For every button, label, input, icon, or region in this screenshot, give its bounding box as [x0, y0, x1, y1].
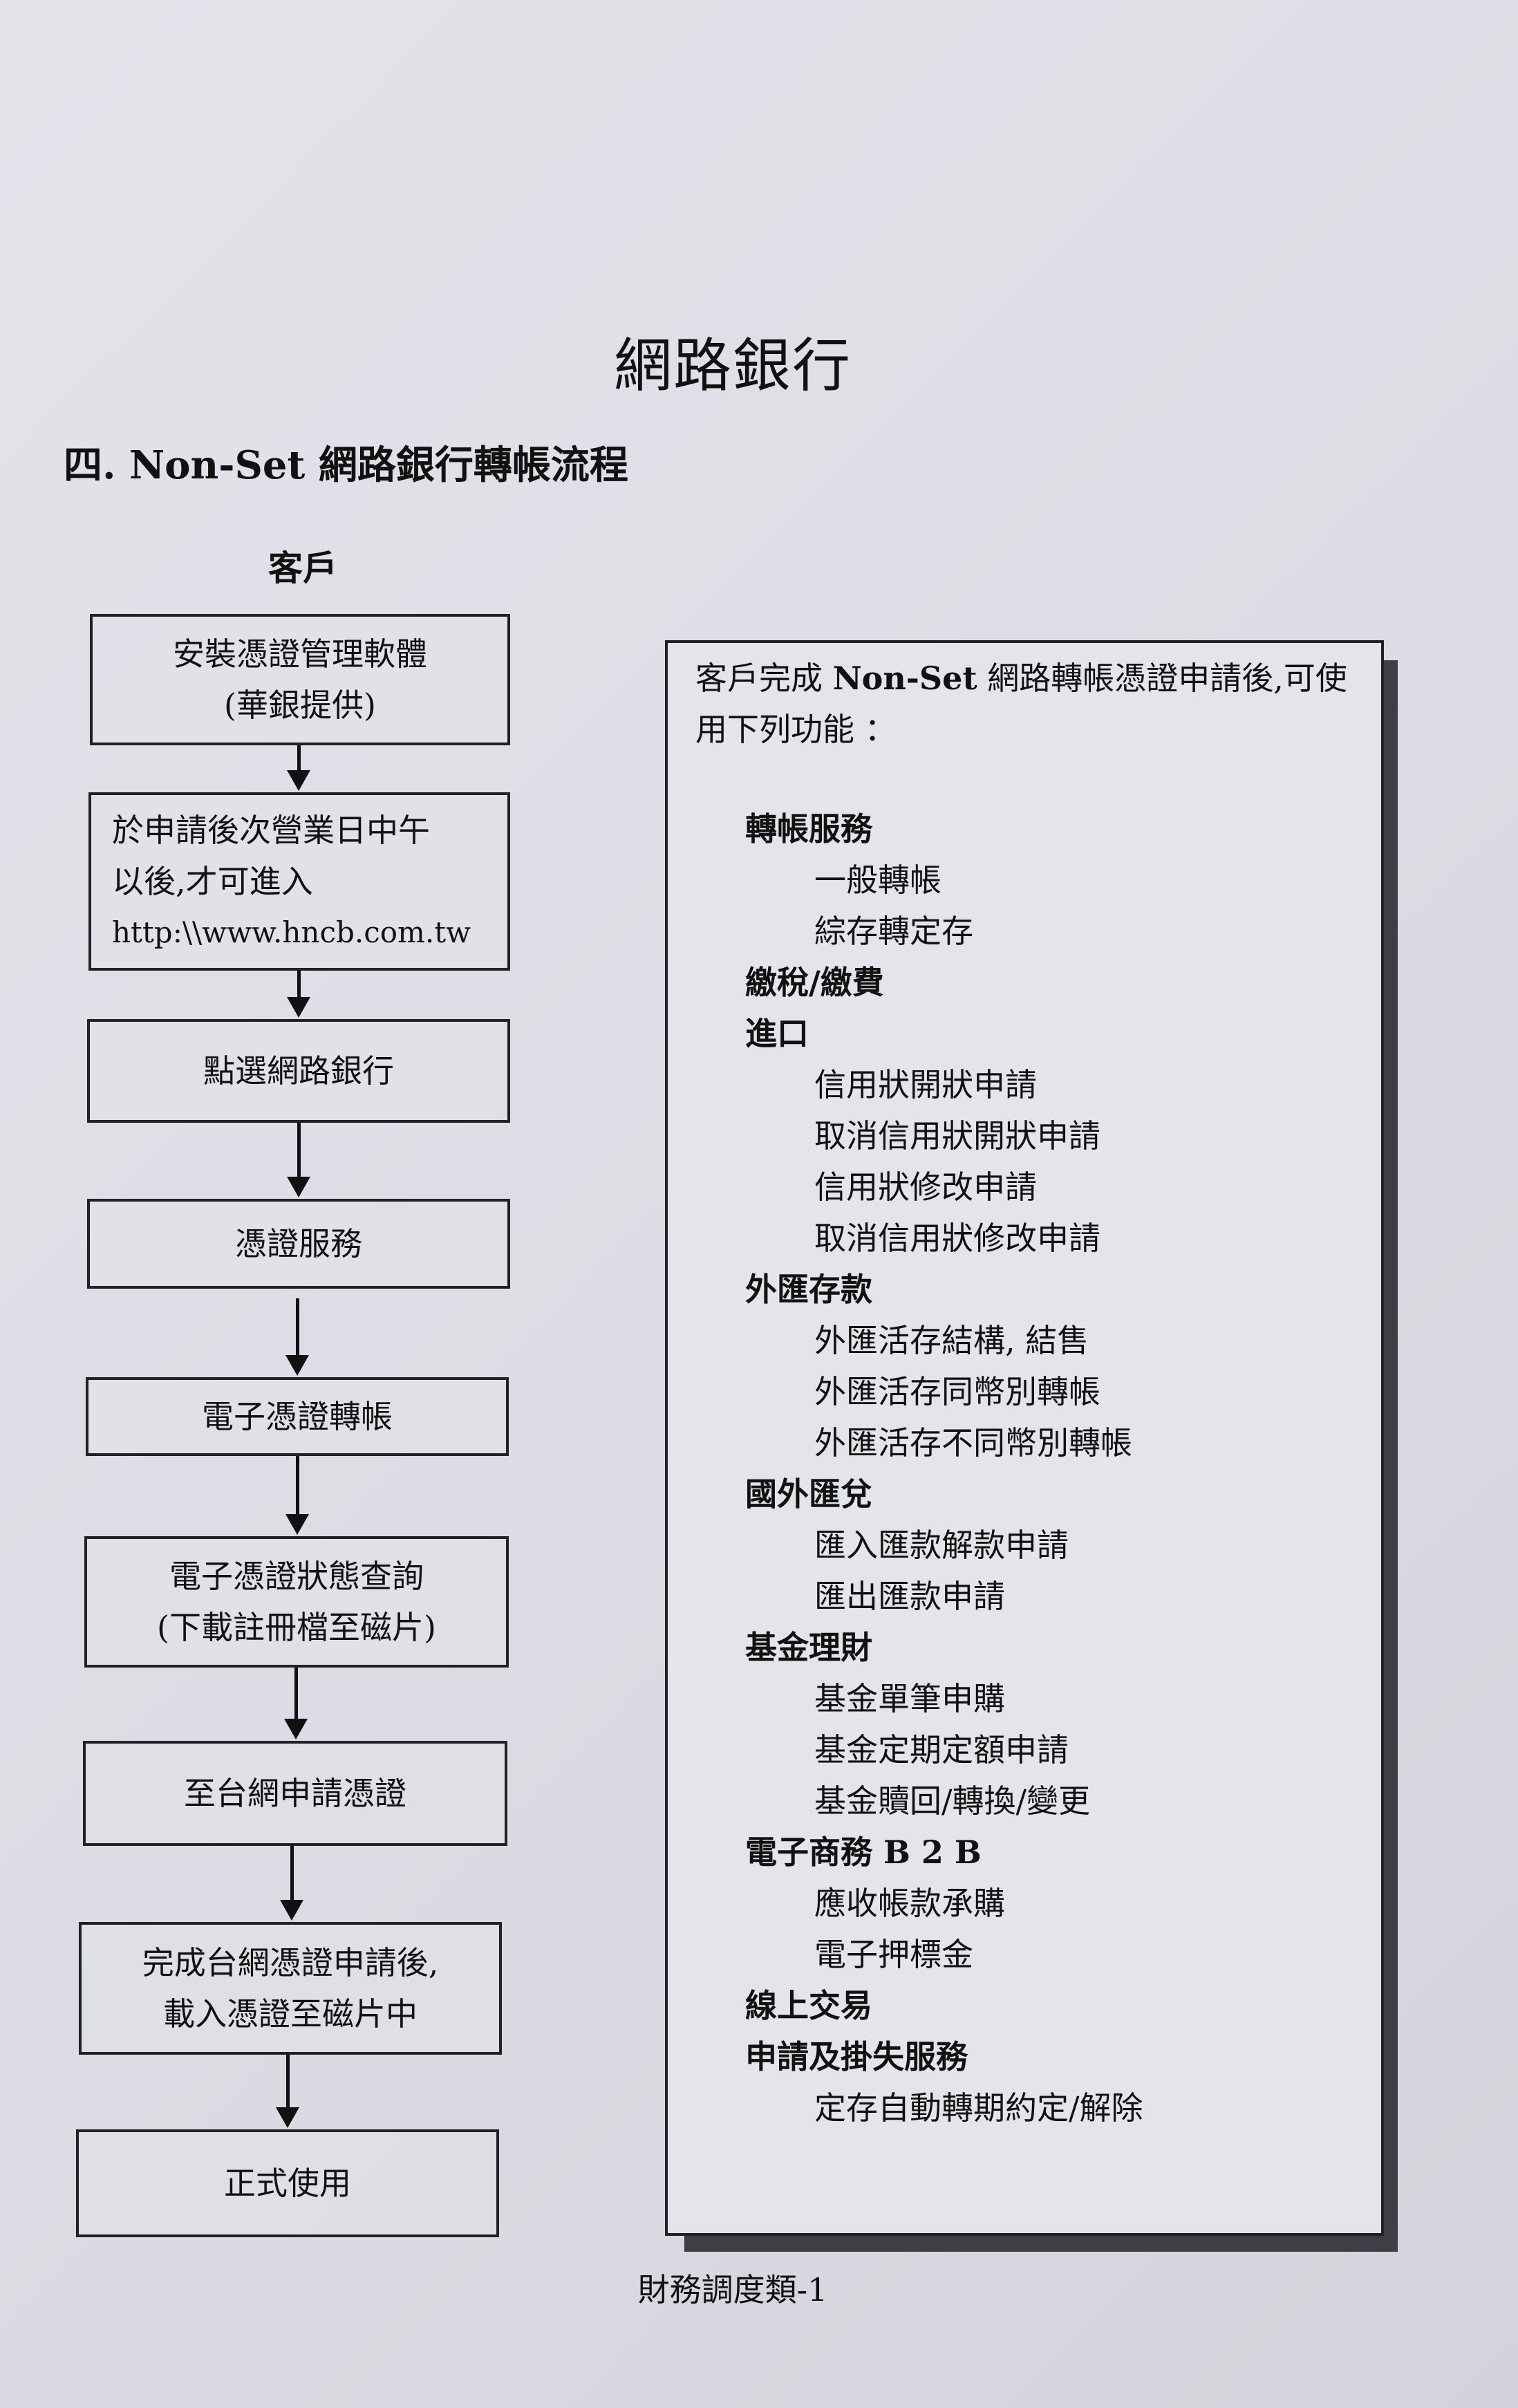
flow-step-line: (華銀提供)	[224, 687, 376, 724]
flow-arrow	[296, 1456, 299, 1515]
function-category: 進口	[745, 1015, 809, 1052]
panel-intro-bold: Non-Set	[832, 660, 977, 697]
function-item: 取消信用狀開狀申請	[814, 1117, 1100, 1155]
function-item: 信用狀修改申請	[814, 1168, 1037, 1206]
function-category: 轉帳服務	[745, 810, 872, 848]
function-item: 信用狀開狀申請	[814, 1066, 1037, 1103]
flow-arrow	[290, 1846, 294, 1901]
flow-step-line: 完成台網憑證申請後,	[142, 1944, 439, 1981]
flow-step-load-cert: 完成台網憑證申請後, 載入憑證至磁片中	[79, 1922, 502, 2055]
function-item: 基金定期定額申請	[814, 1731, 1069, 1768]
flow-arrow	[297, 971, 301, 998]
function-category: 電子商務 B 2 B	[745, 1833, 982, 1871]
flow-step-select-netbank: 點選網路銀行	[87, 1019, 510, 1123]
flow-step-line: 於申請後次營業日中午	[112, 812, 430, 849]
flow-arrowhead	[285, 1355, 309, 1376]
flow-arrowhead	[284, 1719, 308, 1739]
flow-step-line: 安裝憑證管理軟體	[173, 635, 427, 673]
flow-step-ecert-status: 電子憑證狀態查詢 (下載註冊檔至磁片)	[84, 1536, 509, 1668]
flow-step-line: 至台網申請憑證	[184, 1775, 406, 1812]
function-item: 基金單筆申購	[814, 1680, 1005, 1717]
flow-step-cert-service: 憑證服務	[87, 1199, 510, 1289]
function-item: 應收帳款承購	[814, 1885, 1005, 1922]
flow-arrow	[286, 2055, 290, 2109]
function-item: 匯入匯款解款申請	[814, 1527, 1069, 1564]
functions-panel: 客戶完成 Non-Set 網路轉帳憑證申請後,可使用下列功能 ： 轉帳服務 一般…	[665, 640, 1384, 2236]
flow-arrowhead	[280, 1900, 303, 1921]
flow-step-line: 點選網路銀行	[203, 1052, 394, 1090]
flow-step-line: 載入憑證至磁片中	[163, 1995, 418, 2033]
flow-arrowhead	[276, 2107, 299, 2128]
function-category: 線上交易	[745, 1987, 872, 2024]
function-category: 繳稅/繳費	[745, 964, 884, 1001]
flow-step-line: 憑證服務	[235, 1225, 362, 1262]
function-category: 國外匯兌	[745, 1475, 872, 1513]
flow-step-line: 電子憑證轉帳	[202, 1398, 393, 1435]
flow-arrow	[297, 1123, 301, 1178]
function-item: 外匯活存結構, 結售	[814, 1322, 1089, 1359]
panel-intro-suffix: 網路轉帳憑證申請後,可使用下列功能 ：	[695, 660, 1347, 748]
flow-arrow	[294, 1668, 298, 1720]
flow-actor-label: 客戶	[268, 548, 337, 588]
flow-step-wait-access: 於申請後次營業日中午 以後,才可進入 http:\\www.hncb.com.t…	[88, 792, 510, 971]
function-item: 外匯活存同幣別轉帳	[814, 1373, 1100, 1410]
flow-arrowhead	[285, 1514, 309, 1535]
flow-step-line: 以後,才可進入	[112, 863, 313, 900]
function-category: 外匯存款	[745, 1271, 872, 1308]
flow-step-line: 正式使用	[224, 2165, 351, 2202]
flow-arrow	[296, 1298, 299, 1356]
flow-arrowhead	[287, 770, 310, 791]
page-footer: 財務調度類-1	[637, 2271, 828, 2308]
function-item: 匯出匯款申請	[814, 1578, 1005, 1615]
function-item: 定存自動轉期約定/解除	[814, 2089, 1143, 2127]
bank-url-text: http:\\www.hncb.com.tw	[112, 915, 471, 949]
function-item: 基金贖回/轉換/變更	[814, 1782, 1090, 1820]
section-heading: 四. Non-Set 網路銀行轉帳流程	[64, 442, 628, 488]
panel-intro: 客戶完成 Non-Set 網路轉帳憑證申請後,可使用下列功能 ：	[695, 653, 1359, 755]
flow-step-install-software: 安裝憑證管理軟體 (華銀提供)	[90, 614, 510, 745]
function-list: 轉帳服務 一般轉帳 綜存轉定存 繳稅/繳費 進口 信用狀開狀申請 取消信用狀開狀…	[745, 803, 1340, 2134]
function-category: 基金理財	[745, 1629, 872, 1666]
function-item: 取消信用狀修改申請	[814, 1220, 1100, 1257]
function-item: 外匯活存不同幣別轉帳	[814, 1424, 1132, 1462]
page-title: 網路銀行	[613, 332, 852, 400]
function-category: 申請及掛失服務	[745, 2038, 968, 2075]
flow-step-apply-twca: 至台網申請憑證	[83, 1741, 507, 1846]
flow-step-ecert-transfer: 電子憑證轉帳	[86, 1377, 509, 1456]
function-item: 電子押標金	[814, 1936, 973, 1973]
flow-step-line: 電子憑證狀態查詢	[169, 1558, 424, 1595]
flow-step-line: (下載註冊檔至磁片)	[157, 1609, 436, 1646]
panel-intro-prefix: 客戶完成	[695, 660, 823, 697]
flow-arrowhead	[287, 997, 310, 1018]
function-item: 綜存轉定存	[814, 913, 973, 950]
function-item: 一般轉帳	[814, 861, 941, 899]
flow-arrow	[297, 745, 301, 772]
flow-arrowhead	[287, 1177, 310, 1197]
flow-step-go-live: 正式使用	[76, 2129, 499, 2237]
